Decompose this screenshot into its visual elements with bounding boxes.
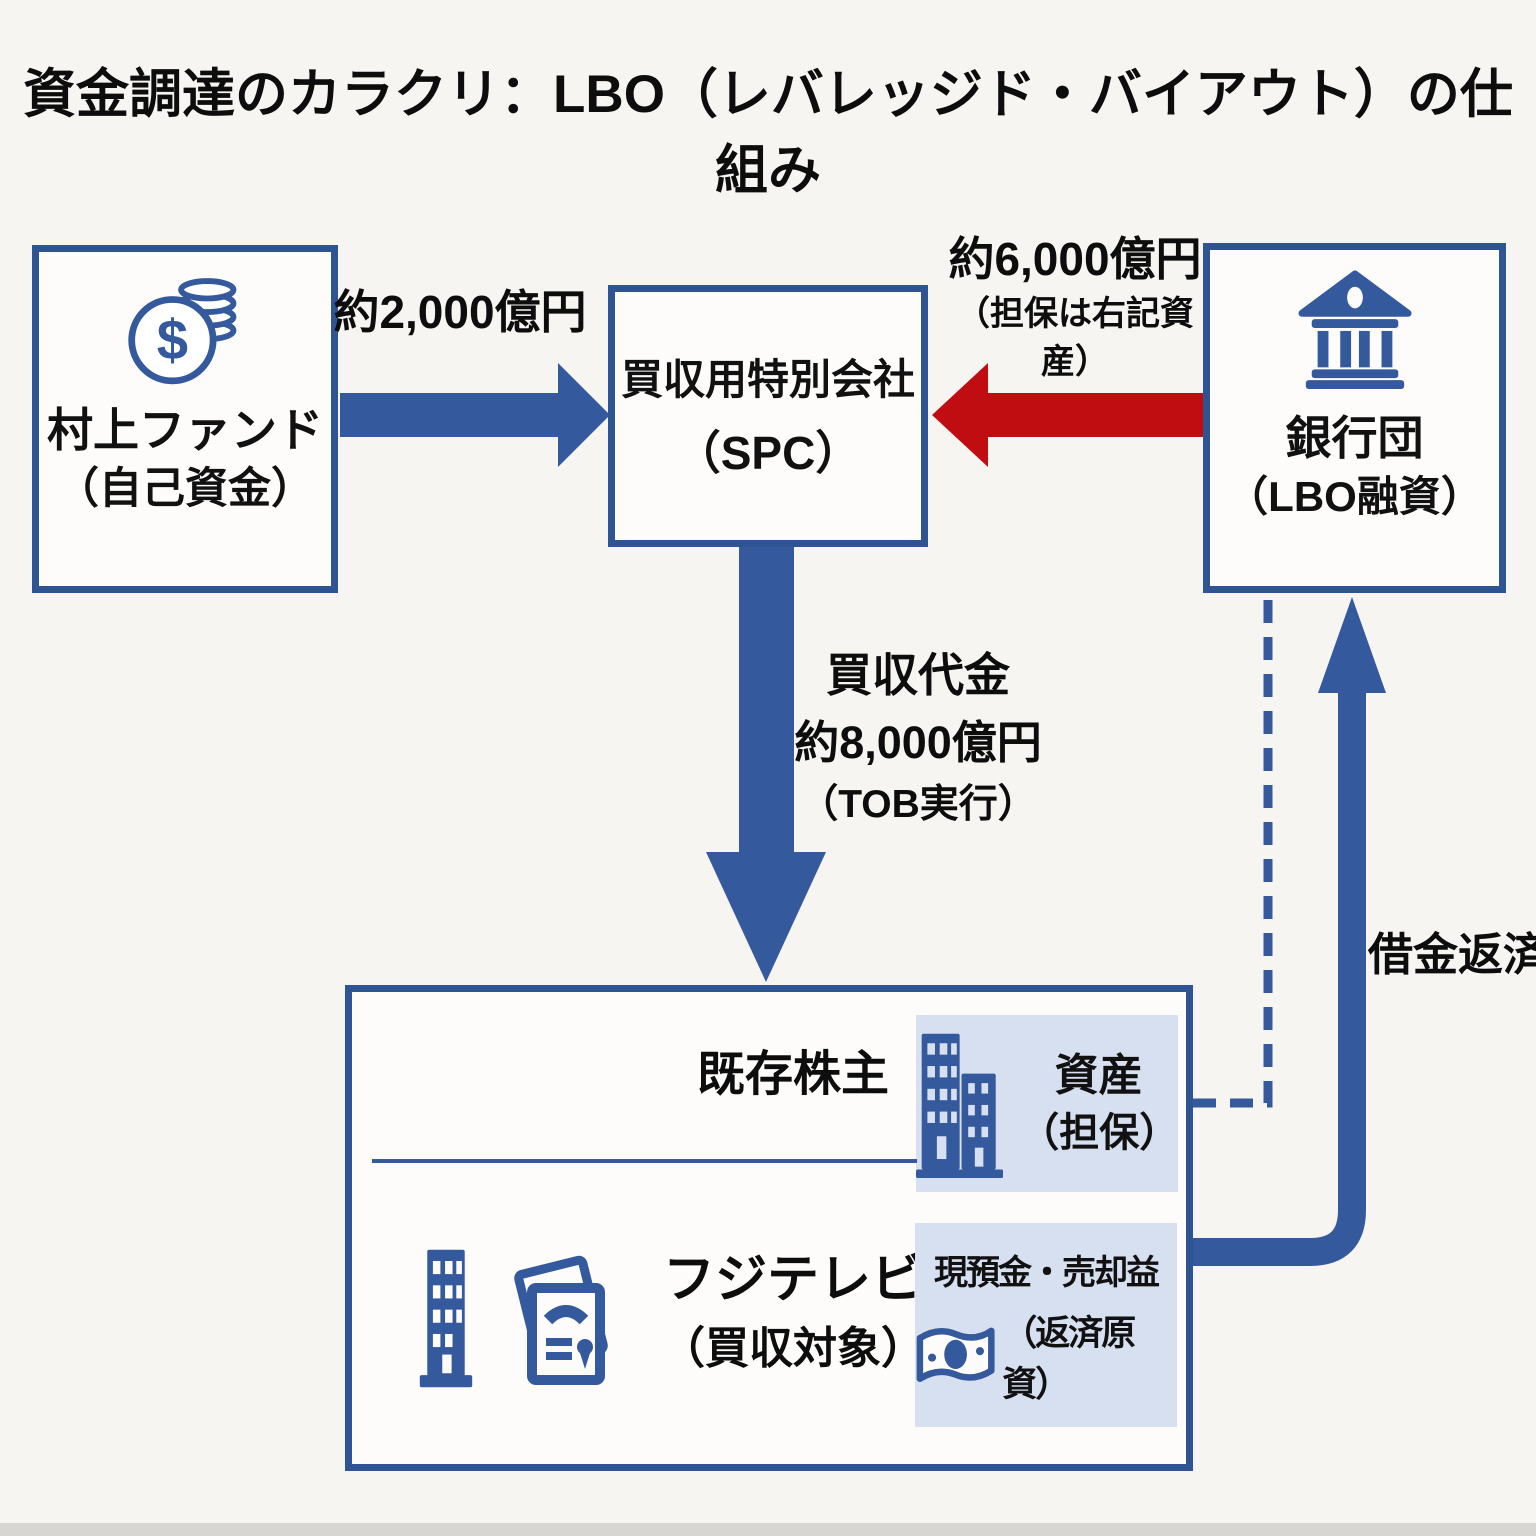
node-bank: 銀行団 （LBO融資） [1203, 243, 1506, 593]
spc-sub: （SPC） [674, 427, 862, 479]
fund-sub: （自己資金） [56, 465, 314, 513]
buildings-icon [916, 1033, 1004, 1178]
equity-arrow [340, 363, 610, 467]
loan-arrow [932, 363, 1205, 467]
repayment-arrowhead [1318, 597, 1386, 693]
acquisition-label-2: 約8,000億円 [794, 717, 1042, 768]
repayment-line [1193, 688, 1366, 1266]
acquisition-arrow [706, 547, 826, 982]
company-name: フジテレビ [662, 1251, 923, 1309]
bottom-edge-strip [0, 1523, 1536, 1536]
certificate-icon [514, 1255, 608, 1385]
asset-panel: 資産 （担保） [916, 1015, 1180, 1192]
cash-label: 現預金・売却益 [934, 1254, 1160, 1292]
shareholder-company-divider [372, 1159, 917, 1163]
cash-sub: （返済原資） [1002, 1314, 1136, 1404]
acquisition-label-3: （TOB実行） [799, 783, 1037, 826]
building-icon [419, 1249, 473, 1388]
bank-icon [1297, 270, 1412, 389]
loan-label-group: 約6,000億円 （担保は右記資産） [935, 228, 1215, 386]
node-murakami-fund: $ 村上ファンド （自己資金） [32, 245, 338, 593]
acquisition-label-group: 買収代金 約8,000億円 （TOB実行） [768, 640, 1068, 834]
diagram-title: 資金調達のカラクリ：LBO（レバレッジド・バイアウト）の仕組み [23, 65, 1513, 200]
spc-name: 買収用特別会社 [620, 356, 915, 403]
existing-shareholders-label: 既存株主 [696, 1048, 889, 1101]
repayment-label: 借金返済 [1368, 929, 1536, 980]
equity-amount-label: 約2,000億円 [333, 286, 587, 338]
coin-icon: $ [128, 278, 237, 385]
collateral-dashed-line [1193, 597, 1273, 1108]
bank-sub: （LBO融資） [1226, 473, 1483, 520]
node-target-company: 既存株主 資産 [345, 985, 1193, 1471]
bank-name: 銀行団 [1285, 412, 1424, 464]
fund-name: 村上ファンド [47, 404, 323, 456]
loan-amount-label: 約6,000億円 [948, 233, 1202, 285]
company-label-group: フジテレビ （買収対象） [593, 1244, 993, 1382]
asset-label: 資産 [1054, 1050, 1143, 1100]
company-sub: （買収対象） [661, 1324, 925, 1373]
cash-panel: 現預金・売却益 （返済原資） [915, 1223, 1177, 1427]
loan-collateral-note: （担保は右記資産） [956, 295, 1194, 381]
banknote-icon [916, 1327, 995, 1382]
asset-sub: （担保） [1019, 1110, 1180, 1155]
acquisition-label-1: 買収代金 [826, 649, 1010, 701]
node-spc: 買収用特別会社 （SPC） [608, 285, 928, 547]
svg-text:$: $ [157, 309, 188, 372]
